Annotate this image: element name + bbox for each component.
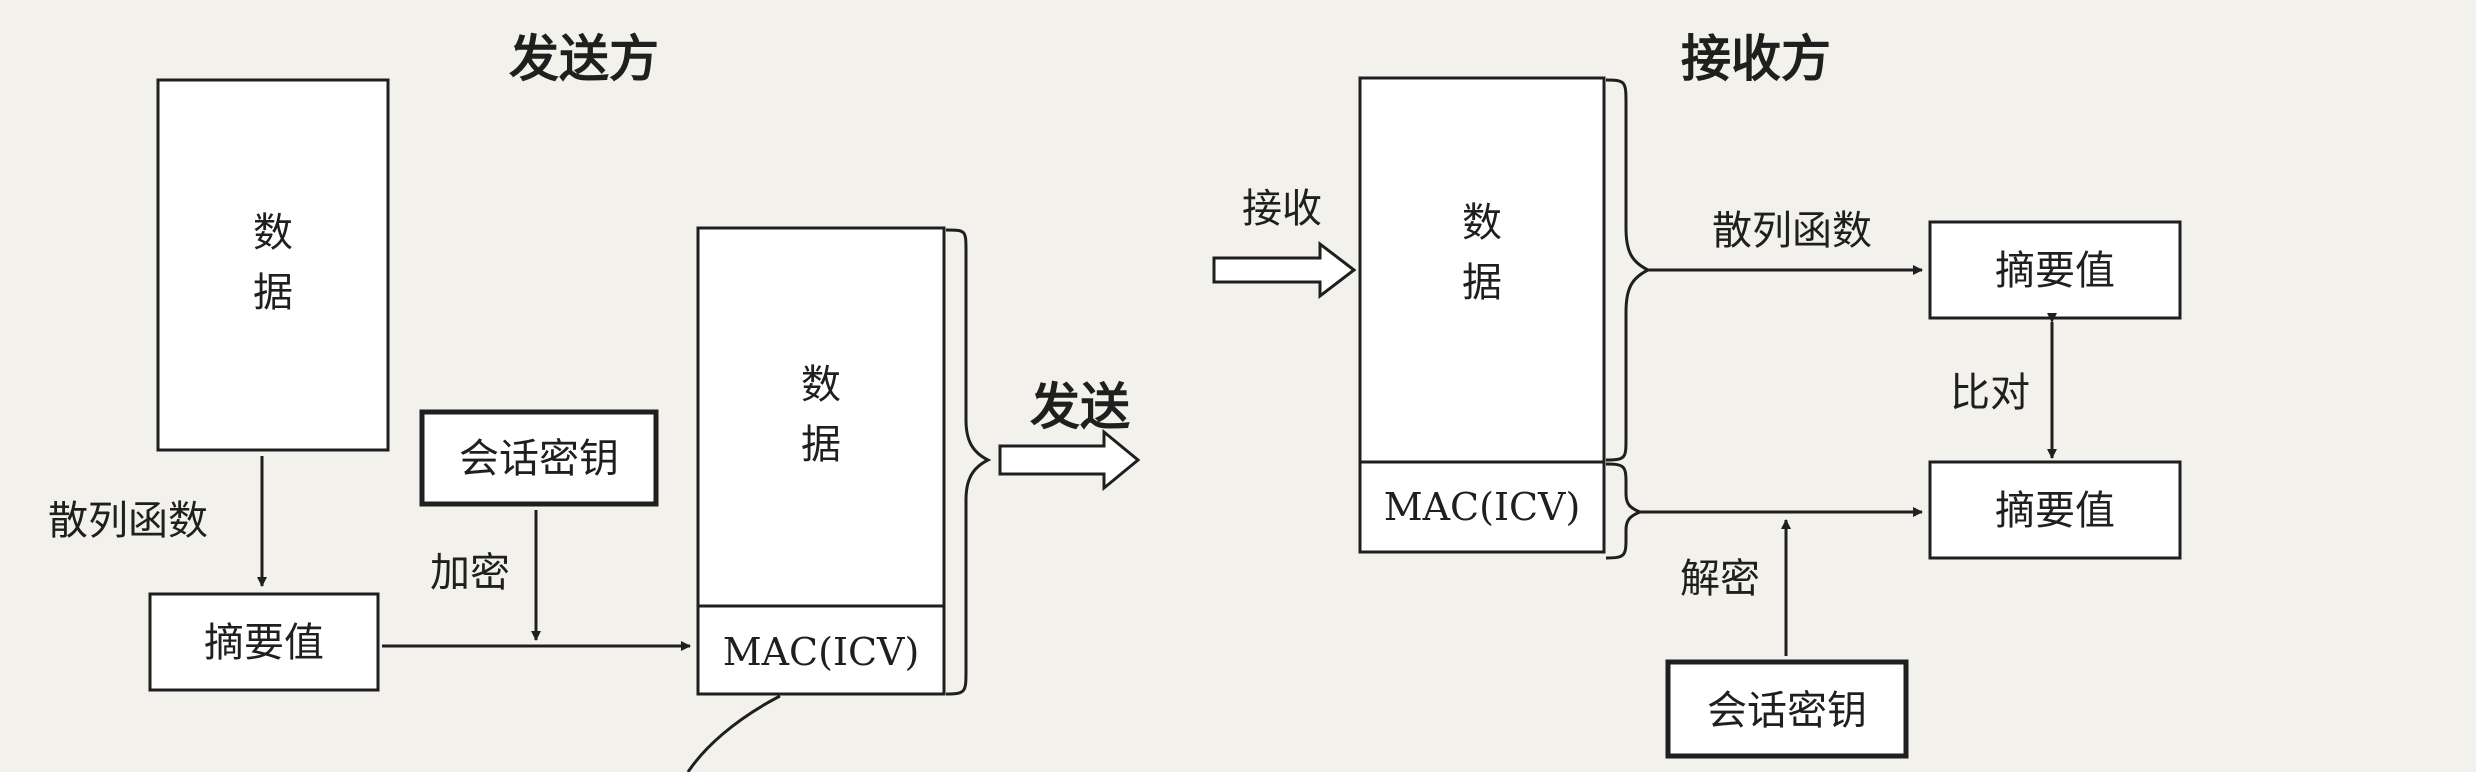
receiver-data-char-1: 数: [1462, 200, 1502, 246]
send-label: 发送: [1030, 378, 1130, 436]
receiver-session-key-box: [1665, 659, 1909, 759]
sender-session-key-label: 会话密钥: [459, 436, 619, 482]
sender-packet-data-char-2: 据: [801, 422, 841, 468]
receiver-decrypt-label: 解密: [1680, 556, 1760, 602]
receiver-data-brace: [1605, 78, 1652, 462]
sender-title: 发送方: [509, 30, 659, 88]
sender-session-key-box: [419, 409, 659, 507]
sender-data-box: [156, 78, 390, 452]
receiver-digest-top-box: [1928, 220, 2182, 320]
receiver-digest-bottom-label: 摘要值: [1995, 488, 2115, 534]
receiver-mac-label: MAC(ICV): [1384, 485, 1581, 529]
sender-packet-box: [696, 226, 946, 696]
sender-encrypt-label: 加密: [430, 550, 510, 596]
receiver-session-key-label: 会话密钥: [1707, 688, 1867, 734]
receive-arrow-icon: [1212, 240, 1357, 300]
compare-label: 比对: [1950, 370, 2030, 416]
receiver-mac-brace: [1605, 462, 1645, 560]
receiver-digest-bottom-box: [1928, 460, 2182, 560]
sender-packet-data-char-1: 数: [801, 362, 841, 408]
sender-mac-label: MAC(ICV): [723, 630, 920, 674]
sender-hash-label: 散列函数: [48, 498, 208, 544]
receiver-hash-label: 散列函数: [1712, 208, 1872, 254]
receiver-title: 接收方: [1681, 30, 1831, 88]
receiver-data-char-2: 据: [1462, 260, 1502, 306]
sender-packet-curve: [686, 694, 781, 772]
receive-label: 接收: [1242, 186, 1322, 232]
receiver-digest-top-label: 摘要值: [1995, 248, 2115, 294]
send-arrow-icon: [998, 428, 1141, 492]
sender-packet-brace: [945, 228, 992, 696]
sender-digest-label: 摘要值: [204, 620, 324, 666]
receiver-packet-box: [1358, 76, 1606, 554]
sender-data-char-2: 据: [253, 270, 293, 316]
sender-digest-box: [148, 592, 380, 692]
sender-data-char-1: 数: [253, 210, 293, 256]
